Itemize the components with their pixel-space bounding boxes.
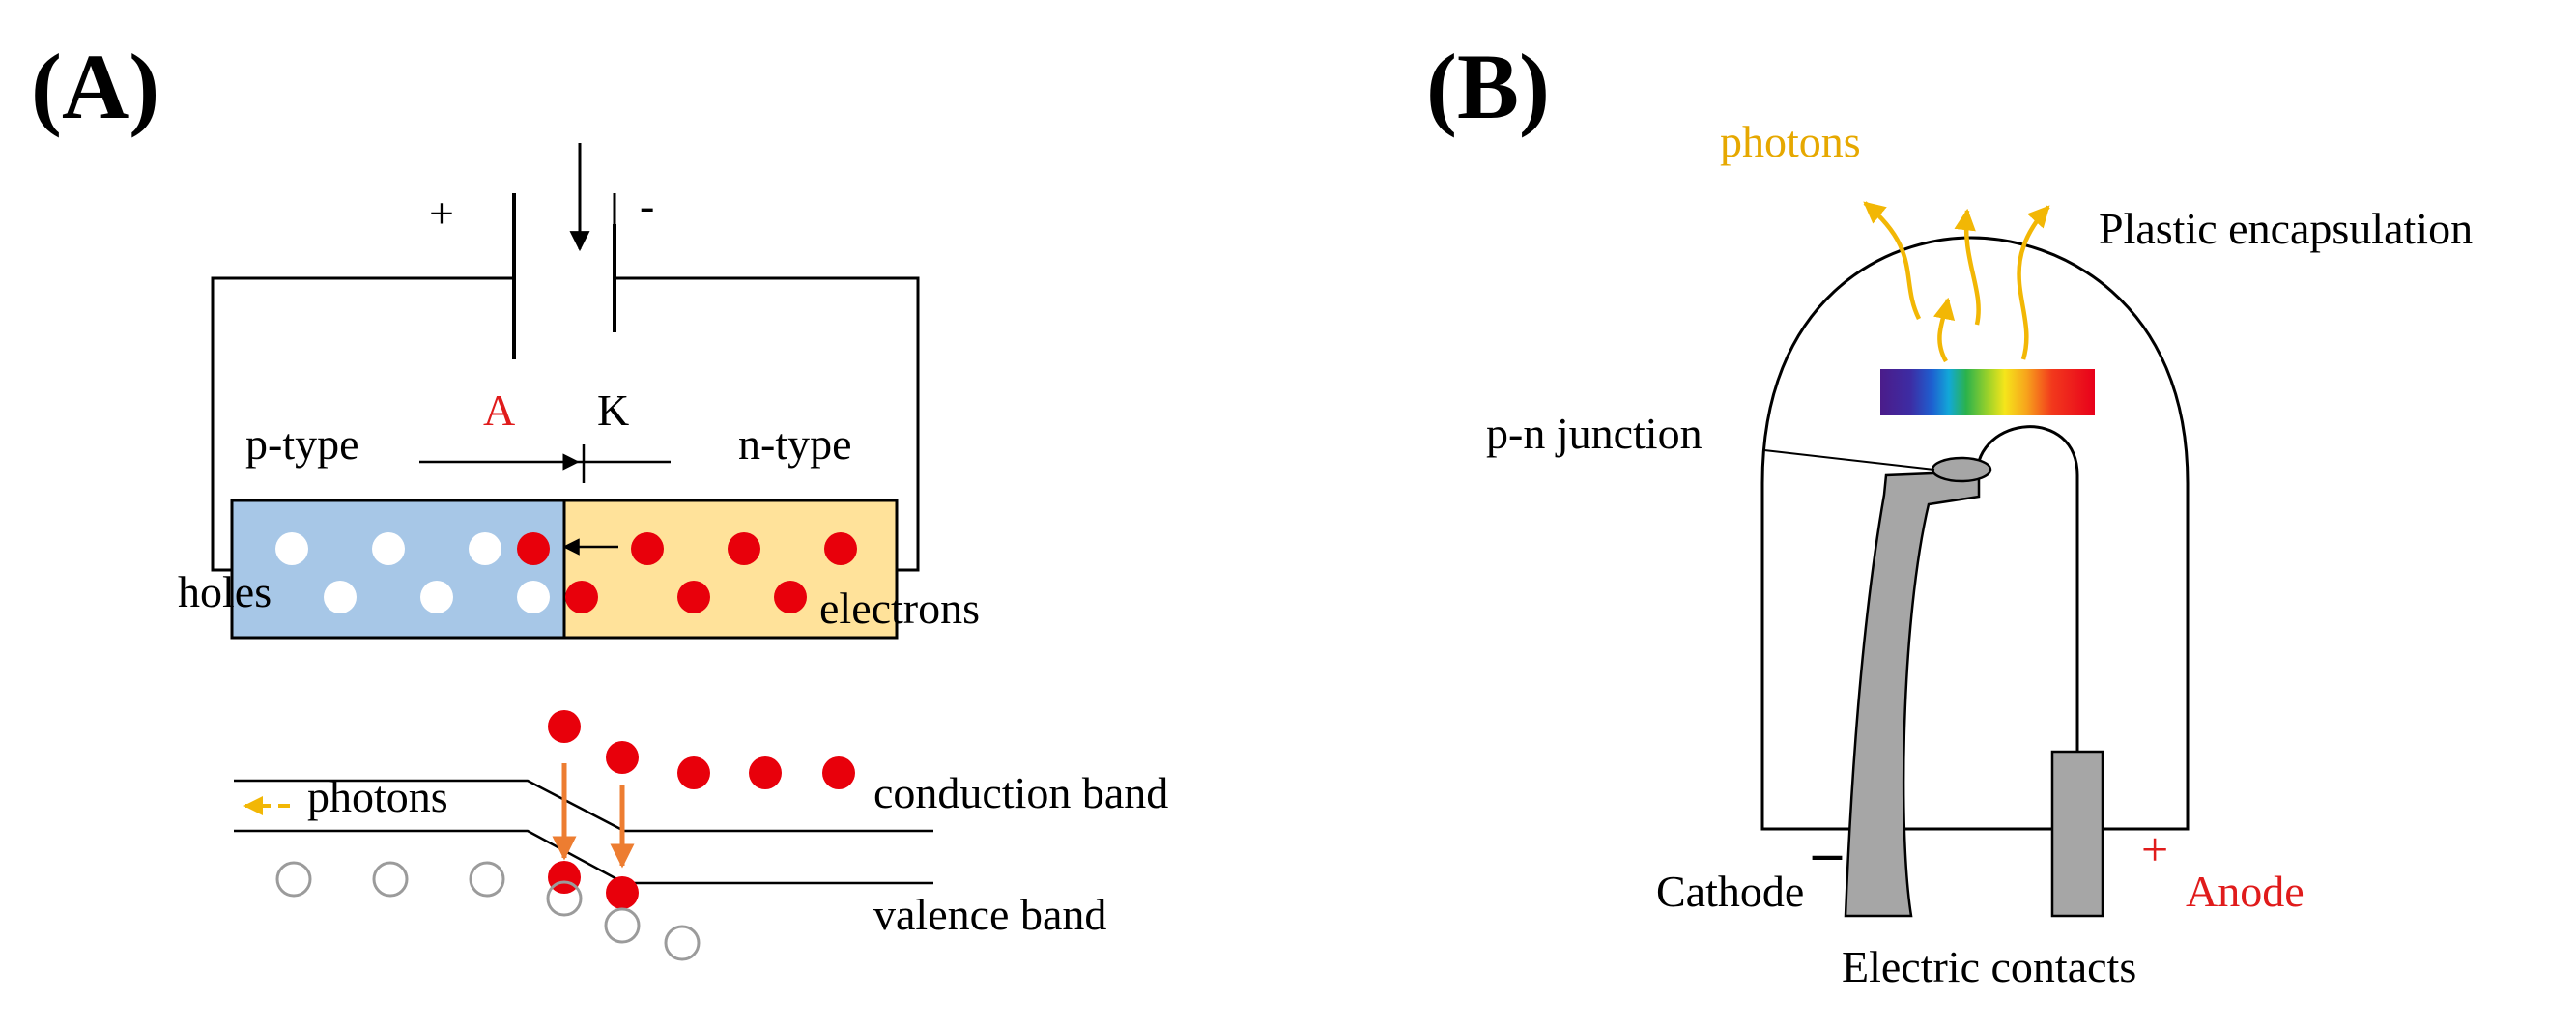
panel-a: (A) + - A K p-type n-type xyxy=(31,35,1168,961)
anode-letter: A xyxy=(483,385,515,435)
electron xyxy=(677,581,710,613)
photons-label-a: photons xyxy=(307,772,448,821)
photon-arrows xyxy=(1863,201,2050,363)
photons-label-b: photons xyxy=(1720,117,1861,166)
hole xyxy=(604,907,641,944)
anode-lead xyxy=(2050,750,2104,918)
electron xyxy=(749,756,782,789)
electron xyxy=(728,532,760,565)
hole xyxy=(469,532,501,565)
holes-group xyxy=(275,532,550,613)
electron xyxy=(631,532,664,565)
electron xyxy=(606,876,639,909)
p-type-label: p-type xyxy=(245,419,359,469)
anode-label: Anode xyxy=(2186,867,2304,916)
electron xyxy=(548,710,581,743)
photon-arrow-icon xyxy=(2017,205,2050,360)
n-region xyxy=(562,499,899,640)
cathode-label: Cathode xyxy=(1656,867,1804,916)
panel-b: (B) photons Plastic encapsulation p-n ju… xyxy=(1426,35,2473,991)
pn-junction-pointer xyxy=(1763,449,1935,471)
band-holes xyxy=(275,861,701,961)
led-chip xyxy=(1931,456,1992,483)
battery-minus-sign: - xyxy=(640,181,654,230)
band-electrons xyxy=(548,710,855,909)
valence-band-line xyxy=(234,829,933,885)
hole xyxy=(372,532,405,565)
photon-arrow-icon xyxy=(1954,208,1981,326)
conduction-band-line xyxy=(234,779,933,833)
electron xyxy=(677,756,710,789)
conduction-band-label: conduction band xyxy=(873,768,1168,817)
electrons-label: electrons xyxy=(819,584,980,633)
hole xyxy=(275,861,312,898)
panel-a-label: (A) xyxy=(31,35,159,138)
cathode-lead xyxy=(1844,470,1981,918)
photon-arrow-icon xyxy=(1932,297,1956,363)
bond-wire xyxy=(1975,425,2079,752)
valence-band-label: valence band xyxy=(873,890,1106,939)
hole xyxy=(420,581,453,613)
hole xyxy=(324,581,357,613)
cathode-letter: K xyxy=(597,385,629,435)
photon-arrow-icon xyxy=(1863,201,1922,321)
holes-label: holes xyxy=(178,567,272,616)
battery-symbol xyxy=(512,193,616,359)
electron xyxy=(606,741,639,774)
electron xyxy=(565,581,598,613)
plastic-encapsulation-dome xyxy=(1760,236,2190,831)
emission-spectrum-bar xyxy=(1880,369,2095,415)
hole xyxy=(469,861,505,898)
electrons-group xyxy=(517,532,857,613)
hole xyxy=(664,925,701,961)
anode-plus-sign: + xyxy=(2141,822,2168,876)
electron xyxy=(774,581,807,613)
electron xyxy=(822,756,855,789)
p-region xyxy=(230,499,566,640)
panel-b-label: (B) xyxy=(1426,35,1550,138)
hole xyxy=(372,861,409,898)
hole xyxy=(275,532,308,565)
pn-junction-label: p-n junction xyxy=(1486,409,1703,458)
electron xyxy=(824,532,857,565)
electron xyxy=(517,532,550,565)
electric-contacts-label: Electric contacts xyxy=(1842,942,2136,991)
hole xyxy=(546,880,583,917)
hole xyxy=(517,581,550,613)
plastic-encapsulation-label: Plastic encapsulation xyxy=(2099,204,2473,253)
n-type-label: n-type xyxy=(738,419,852,469)
battery-plus-sign: + xyxy=(429,188,454,238)
cathode-minus-sign: – xyxy=(1812,820,1843,884)
